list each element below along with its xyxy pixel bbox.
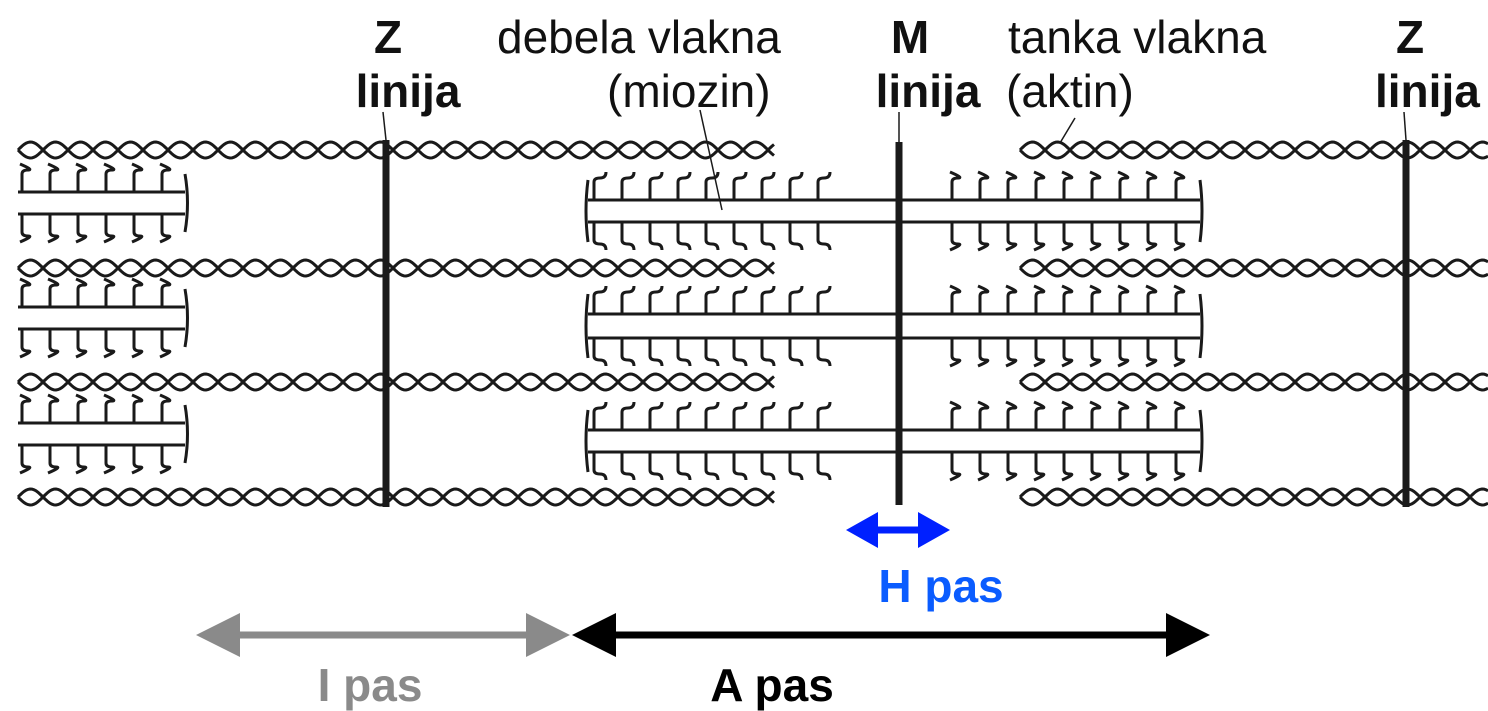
- thin-filament-label: tanka vlakna: [1008, 11, 1267, 63]
- myosin-filament-2: [584, 284, 1204, 368]
- myosin-head-row: [949, 400, 1186, 430]
- myosin-head-row: [592, 285, 832, 314]
- actin-filament-right-2: [1018, 258, 1488, 278]
- myosin-head-row: [949, 222, 1186, 252]
- i-band-arrow: [196, 613, 570, 657]
- myosin-head-row: [592, 338, 832, 367]
- actin-strand: [1018, 487, 1488, 507]
- actin-strand: [1018, 258, 1488, 278]
- thick-filament-label: debela vlakna: [497, 11, 781, 63]
- arrow-head-left: [196, 613, 240, 657]
- myosin-end-cap: [584, 409, 590, 473]
- z-and-m-lines: [382, 140, 1410, 507]
- actin-filament-left-3: [16, 372, 775, 392]
- myosin-end-cap: [1198, 409, 1204, 473]
- z-line-left-title: Z: [373, 11, 403, 63]
- myosin-filament-3: [584, 400, 1204, 482]
- myosin-end-cap: [584, 293, 590, 359]
- actin-filament-right-1: [1018, 140, 1488, 160]
- actin-strand: [1018, 372, 1488, 392]
- thick-filament-leader: [699, 109, 723, 211]
- actin-filament-left-2: [16, 258, 775, 278]
- actin-strand: [16, 487, 775, 507]
- myosin-head-row: [592, 171, 832, 200]
- leader-lines: [382, 109, 1407, 211]
- actin-strand: [1018, 140, 1488, 160]
- myosin-head-row: [949, 338, 1186, 368]
- arrow-head-left: [846, 512, 878, 548]
- myosin-head-row: [19, 445, 172, 475]
- actin-filaments: [16, 140, 1488, 507]
- myosin-head-row: [949, 452, 1186, 482]
- myosin-fragment-left-1: [18, 162, 189, 244]
- myosin-end-cap: [183, 404, 189, 464]
- actin-strand: [16, 258, 775, 278]
- actin-filament-right-3: [1018, 372, 1488, 392]
- myosin-end-cap: [584, 179, 590, 243]
- m-line-subtitle: linija: [875, 65, 981, 117]
- actin-strand: [1018, 140, 1488, 160]
- myosin-end-cap: [183, 288, 189, 348]
- actin-strand: [16, 372, 775, 392]
- z-line-right-leader: [1403, 111, 1407, 141]
- arrow-head-right: [918, 512, 950, 548]
- actin-filament-left-4: [16, 487, 775, 507]
- thick-filament-sublabel: (miozin): [607, 65, 771, 117]
- i-band-label: I pas: [317, 659, 423, 711]
- myosin-head-row: [19, 329, 172, 359]
- myosin-head-row: [19, 277, 172, 307]
- myosin-filament-1: [584, 170, 1204, 252]
- a-band-label: A pas: [710, 659, 834, 711]
- actin-strand: [16, 140, 775, 160]
- thin-filament-leader: [1059, 117, 1076, 144]
- myosin-head-row: [592, 401, 832, 430]
- myosin-head-row: [19, 214, 172, 244]
- myosin-head-row: [19, 162, 172, 192]
- myosin-end-cap: [1198, 293, 1204, 359]
- band-arrows: [196, 512, 1210, 657]
- myosin-fragment-left-3: [18, 393, 189, 475]
- myosin-fragment-left-2: [18, 277, 189, 359]
- actin-filament-right-4: [1018, 487, 1488, 507]
- a-band-arrow: [572, 613, 1210, 657]
- actin-strand: [1018, 372, 1488, 392]
- actin-strand: [1018, 487, 1488, 507]
- actin-strand: [1018, 258, 1488, 278]
- myosin-head-row: [19, 393, 172, 423]
- myosin-head-row: [592, 222, 832, 251]
- myosin-head-row: [949, 284, 1186, 314]
- m-line-title: M: [890, 11, 930, 63]
- z-line-left-leader: [382, 111, 387, 141]
- z-line-left-subtitle: linija: [355, 65, 461, 117]
- myosin-head-row: [592, 452, 832, 481]
- arrow-head-left: [572, 613, 616, 657]
- myosin-filaments: [18, 162, 1204, 482]
- myosin-head-row: [949, 170, 1186, 200]
- z-line-right-title: Z: [1395, 11, 1425, 63]
- thin-filament-sublabel: (aktin): [1006, 65, 1134, 117]
- z-line-right-subtitle: linija: [1375, 65, 1480, 117]
- arrow-head-right: [1166, 613, 1210, 657]
- h-band-label: H pas: [878, 560, 1004, 612]
- myosin-end-cap: [1198, 179, 1204, 243]
- arrow-head-right: [526, 613, 570, 657]
- myosin-end-cap: [183, 173, 189, 233]
- actin-filament-left-1: [16, 140, 775, 160]
- h-band-arrow: [846, 512, 950, 548]
